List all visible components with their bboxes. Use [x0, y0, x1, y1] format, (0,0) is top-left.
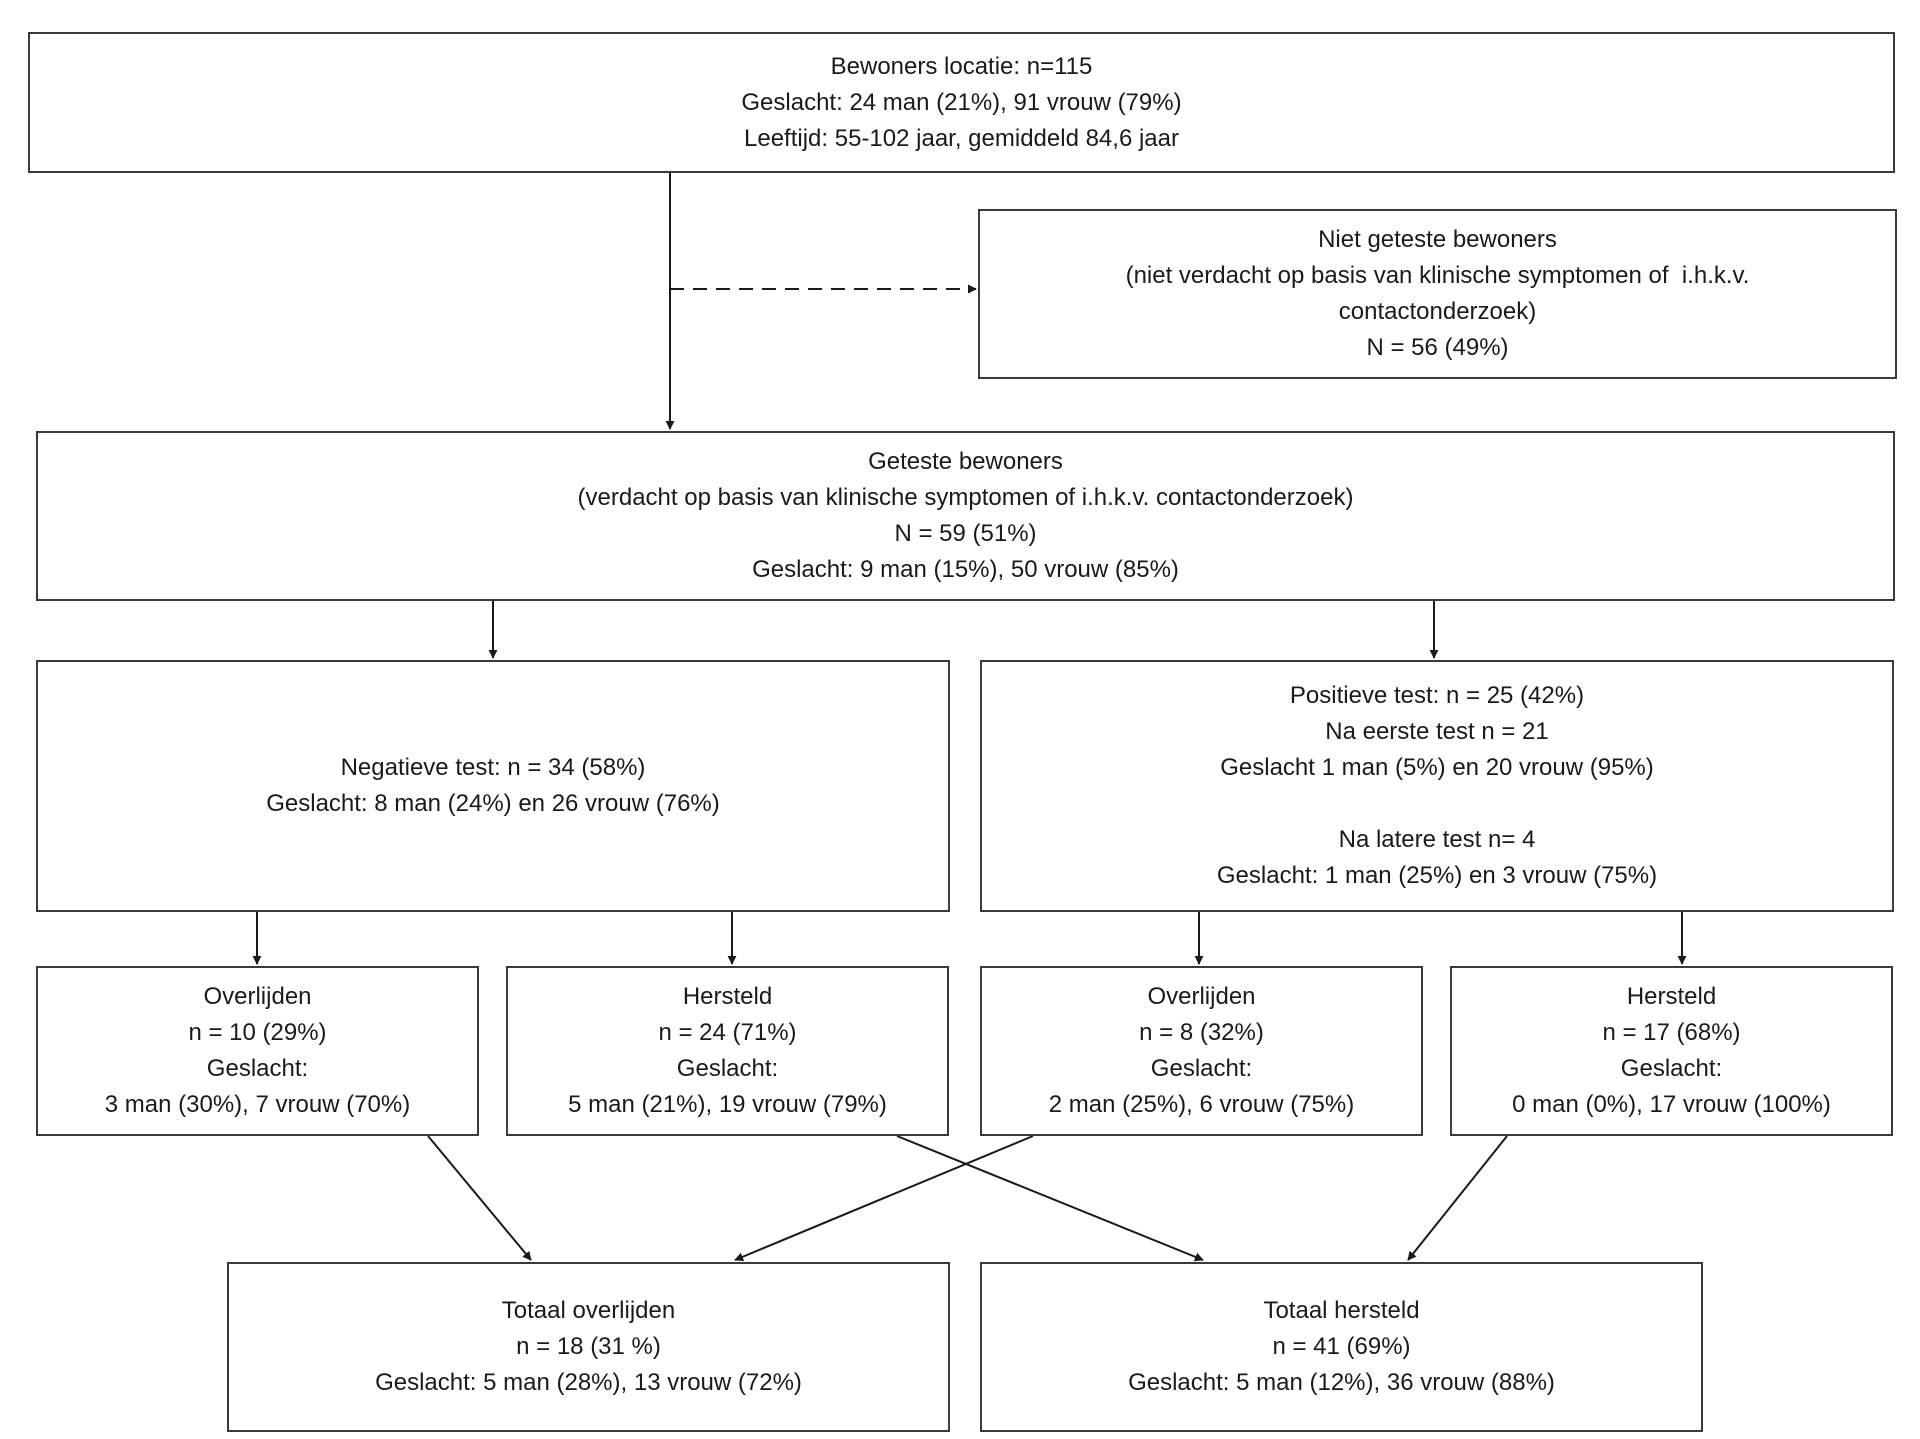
not-tested-line: N = 56 (49%) [1366, 334, 1509, 361]
total-recovered-line: Geslacht: 5 man (12%), 36 vrouw (88%) [1128, 1369, 1555, 1396]
residents-location-box: Bewoners locatie: n=115 Geslacht: 24 man… [28, 32, 1895, 173]
arrow-neg-deceased-to-total-deceased [427, 1135, 532, 1261]
not-tested-line: Niet geteste bewoners [1318, 226, 1557, 253]
negative-recovered-line: Hersteld [682, 983, 773, 1010]
positive-deceased-box: Overlijden n = 8 (32%) Geslacht: 2 man (… [980, 966, 1423, 1136]
positive-test-line: Na eerste test n = 21 [1325, 718, 1549, 745]
positive-recovered-box: Hersteld n = 17 (68%) Geslacht: 0 man (0… [1450, 966, 1893, 1136]
not-tested-box: Niet geteste bewoners (niet verdacht op … [978, 209, 1897, 379]
total-recovered-line: Totaal hersteld [1263, 1297, 1420, 1324]
negative-deceased-line: 3 man (30%), 7 vrouw (70%) [104, 1091, 411, 1118]
positive-deceased-line: Overlijden [1147, 983, 1256, 1010]
negative-deceased-line: n = 10 (29%) [188, 1019, 327, 1046]
not-tested-line: contactonderzoek) [1338, 298, 1537, 325]
residents-location-line: Geslacht: 24 man (21%), 91 vrouw (79%) [741, 88, 1182, 116]
tested-line: (verdacht op basis van klinische symptom… [577, 484, 1354, 511]
negative-recovered-line: Geslacht: [676, 1055, 779, 1082]
negative-deceased-line: Overlijden [203, 983, 312, 1010]
positive-recovered-line: Geslacht: [1620, 1055, 1723, 1082]
residents-location-line: Bewoners locatie: n=115 [830, 52, 1093, 80]
positive-deceased-line: 2 man (25%), 6 vrouw (75%) [1048, 1091, 1355, 1118]
tested-line: Geslacht: 9 man (15%), 50 vrouw (85%) [752, 556, 1179, 583]
negative-test-line: Negatieve test: n = 34 (58%) [340, 754, 646, 781]
negative-recovered-line: n = 24 (71%) [658, 1019, 797, 1046]
positive-test-box: Positieve test: n = 25 (42%) Na eerste t… [980, 660, 1894, 912]
positive-test-line: Geslacht 1 man (5%) en 20 vrouw (95%) [1220, 754, 1654, 781]
positive-later-line: Geslacht: 1 man (25%) en 3 vrouw (75%) [1216, 862, 1658, 889]
arrow-pos-recovered-to-total-recovered [1407, 1135, 1508, 1261]
tested-line: Geteste bewoners [868, 448, 1063, 475]
positive-later-line: Na latere test n= 4 [1338, 826, 1536, 853]
negative-recovered-box: Hersteld n = 24 (71%) Geslacht: 5 man (2… [506, 966, 949, 1136]
total-deceased-line: Totaal overlijden [501, 1297, 676, 1324]
negative-recovered-line: 5 man (21%), 19 vrouw (79%) [568, 1091, 887, 1118]
negative-test-line: Geslacht: 8 man (24%) en 26 vrouw (76%) [266, 790, 720, 817]
negative-deceased-box: Overlijden n = 10 (29%) Geslacht: 3 man … [36, 966, 479, 1136]
positive-test-line: Positieve test: n = 25 (42%) [1289, 682, 1585, 709]
positive-recovered-line: n = 17 (68%) [1602, 1019, 1741, 1046]
total-deceased-line: Geslacht: 5 man (28%), 13 vrouw (72%) [375, 1369, 802, 1396]
residents-location-line: Leeftijd: 55-102 jaar, gemiddeld 84,6 ja… [744, 124, 1179, 152]
total-recovered-line: n = 41 (69%) [1272, 1333, 1411, 1360]
negative-test-box: Negatieve test: n = 34 (58%) Geslacht: 8… [36, 660, 950, 912]
negative-deceased-line: Geslacht: [206, 1055, 309, 1082]
total-recovered-box: Totaal hersteld n = 41 (69%) Geslacht: 5… [980, 1262, 1703, 1432]
positive-recovered-line: 0 man (0%), 17 vrouw (100%) [1512, 1091, 1831, 1118]
positive-deceased-line: Geslacht: [1150, 1055, 1253, 1082]
positive-recovered-line: Hersteld [1626, 983, 1717, 1010]
tested-box: Geteste bewoners (verdacht op basis van … [36, 431, 1895, 601]
total-deceased-line: n = 18 (31 %) [516, 1333, 661, 1360]
not-tested-line: (niet verdacht op basis van klinische sy… [1125, 262, 1750, 289]
tested-line: N = 59 (51%) [894, 520, 1037, 547]
arrow-pos-deceased-to-total-deceased [734, 1135, 1034, 1262]
total-deceased-box: Totaal overlijden n = 18 (31 %) Geslacht… [227, 1262, 950, 1432]
arrow-neg-recovered-to-total-recovered [896, 1135, 1204, 1262]
positive-deceased-line: n = 8 (32%) [1139, 1019, 1264, 1046]
